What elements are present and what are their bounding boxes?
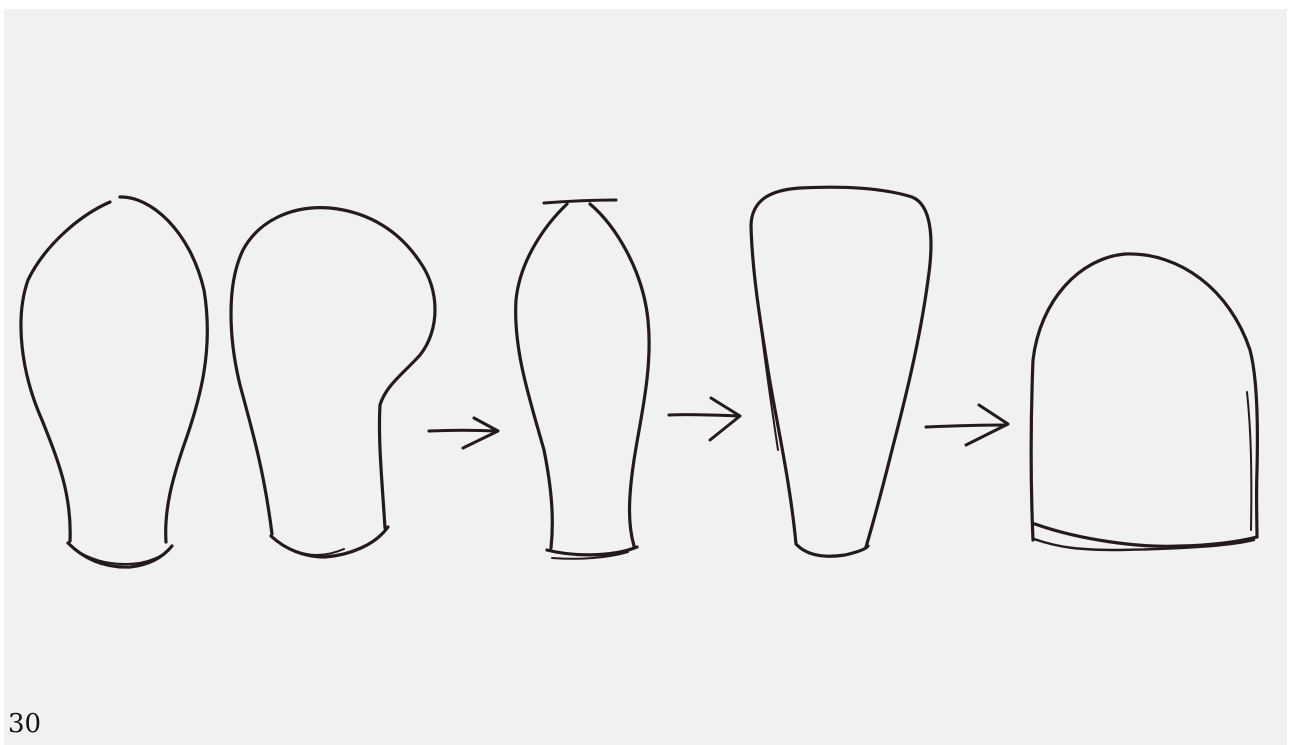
keyhole-shape-base-double bbox=[284, 546, 344, 555]
pear-shape bbox=[21, 197, 207, 567]
page-number: 30 bbox=[8, 709, 41, 739]
arrow-2-head bbox=[710, 398, 740, 440]
bottle-shape-outline bbox=[516, 204, 649, 548]
tapered-shape-outline bbox=[751, 187, 931, 547]
tapered-shape-side-double bbox=[760, 320, 778, 450]
arrow-1 bbox=[429, 418, 498, 448]
dome-shape-side-double bbox=[1247, 392, 1251, 530]
arrow-2-shaft bbox=[669, 415, 738, 416]
keyhole-shape-outline bbox=[231, 208, 435, 534]
keyhole-shape bbox=[231, 208, 435, 557]
dome-shape-outline bbox=[1031, 254, 1257, 540]
keyhole-shape-base bbox=[271, 527, 388, 557]
arrow-2 bbox=[669, 398, 740, 440]
dome-shape-base bbox=[1035, 524, 1257, 546]
arrow-3-shaft bbox=[926, 425, 1006, 427]
arrow-3 bbox=[926, 405, 1008, 445]
tapered-shape-base bbox=[797, 545, 868, 556]
pear-shape-outline bbox=[21, 197, 207, 542]
tapered-shape bbox=[751, 187, 931, 556]
dome-shape bbox=[1031, 254, 1257, 550]
arrow-1-shaft bbox=[429, 430, 497, 431]
arrow-1-head bbox=[463, 418, 498, 448]
bottle-shape-cap bbox=[544, 200, 616, 203]
bottle-shape bbox=[516, 200, 649, 559]
pear-shape-base-double bbox=[74, 548, 170, 564]
sketch-strokes bbox=[21, 187, 1257, 567]
